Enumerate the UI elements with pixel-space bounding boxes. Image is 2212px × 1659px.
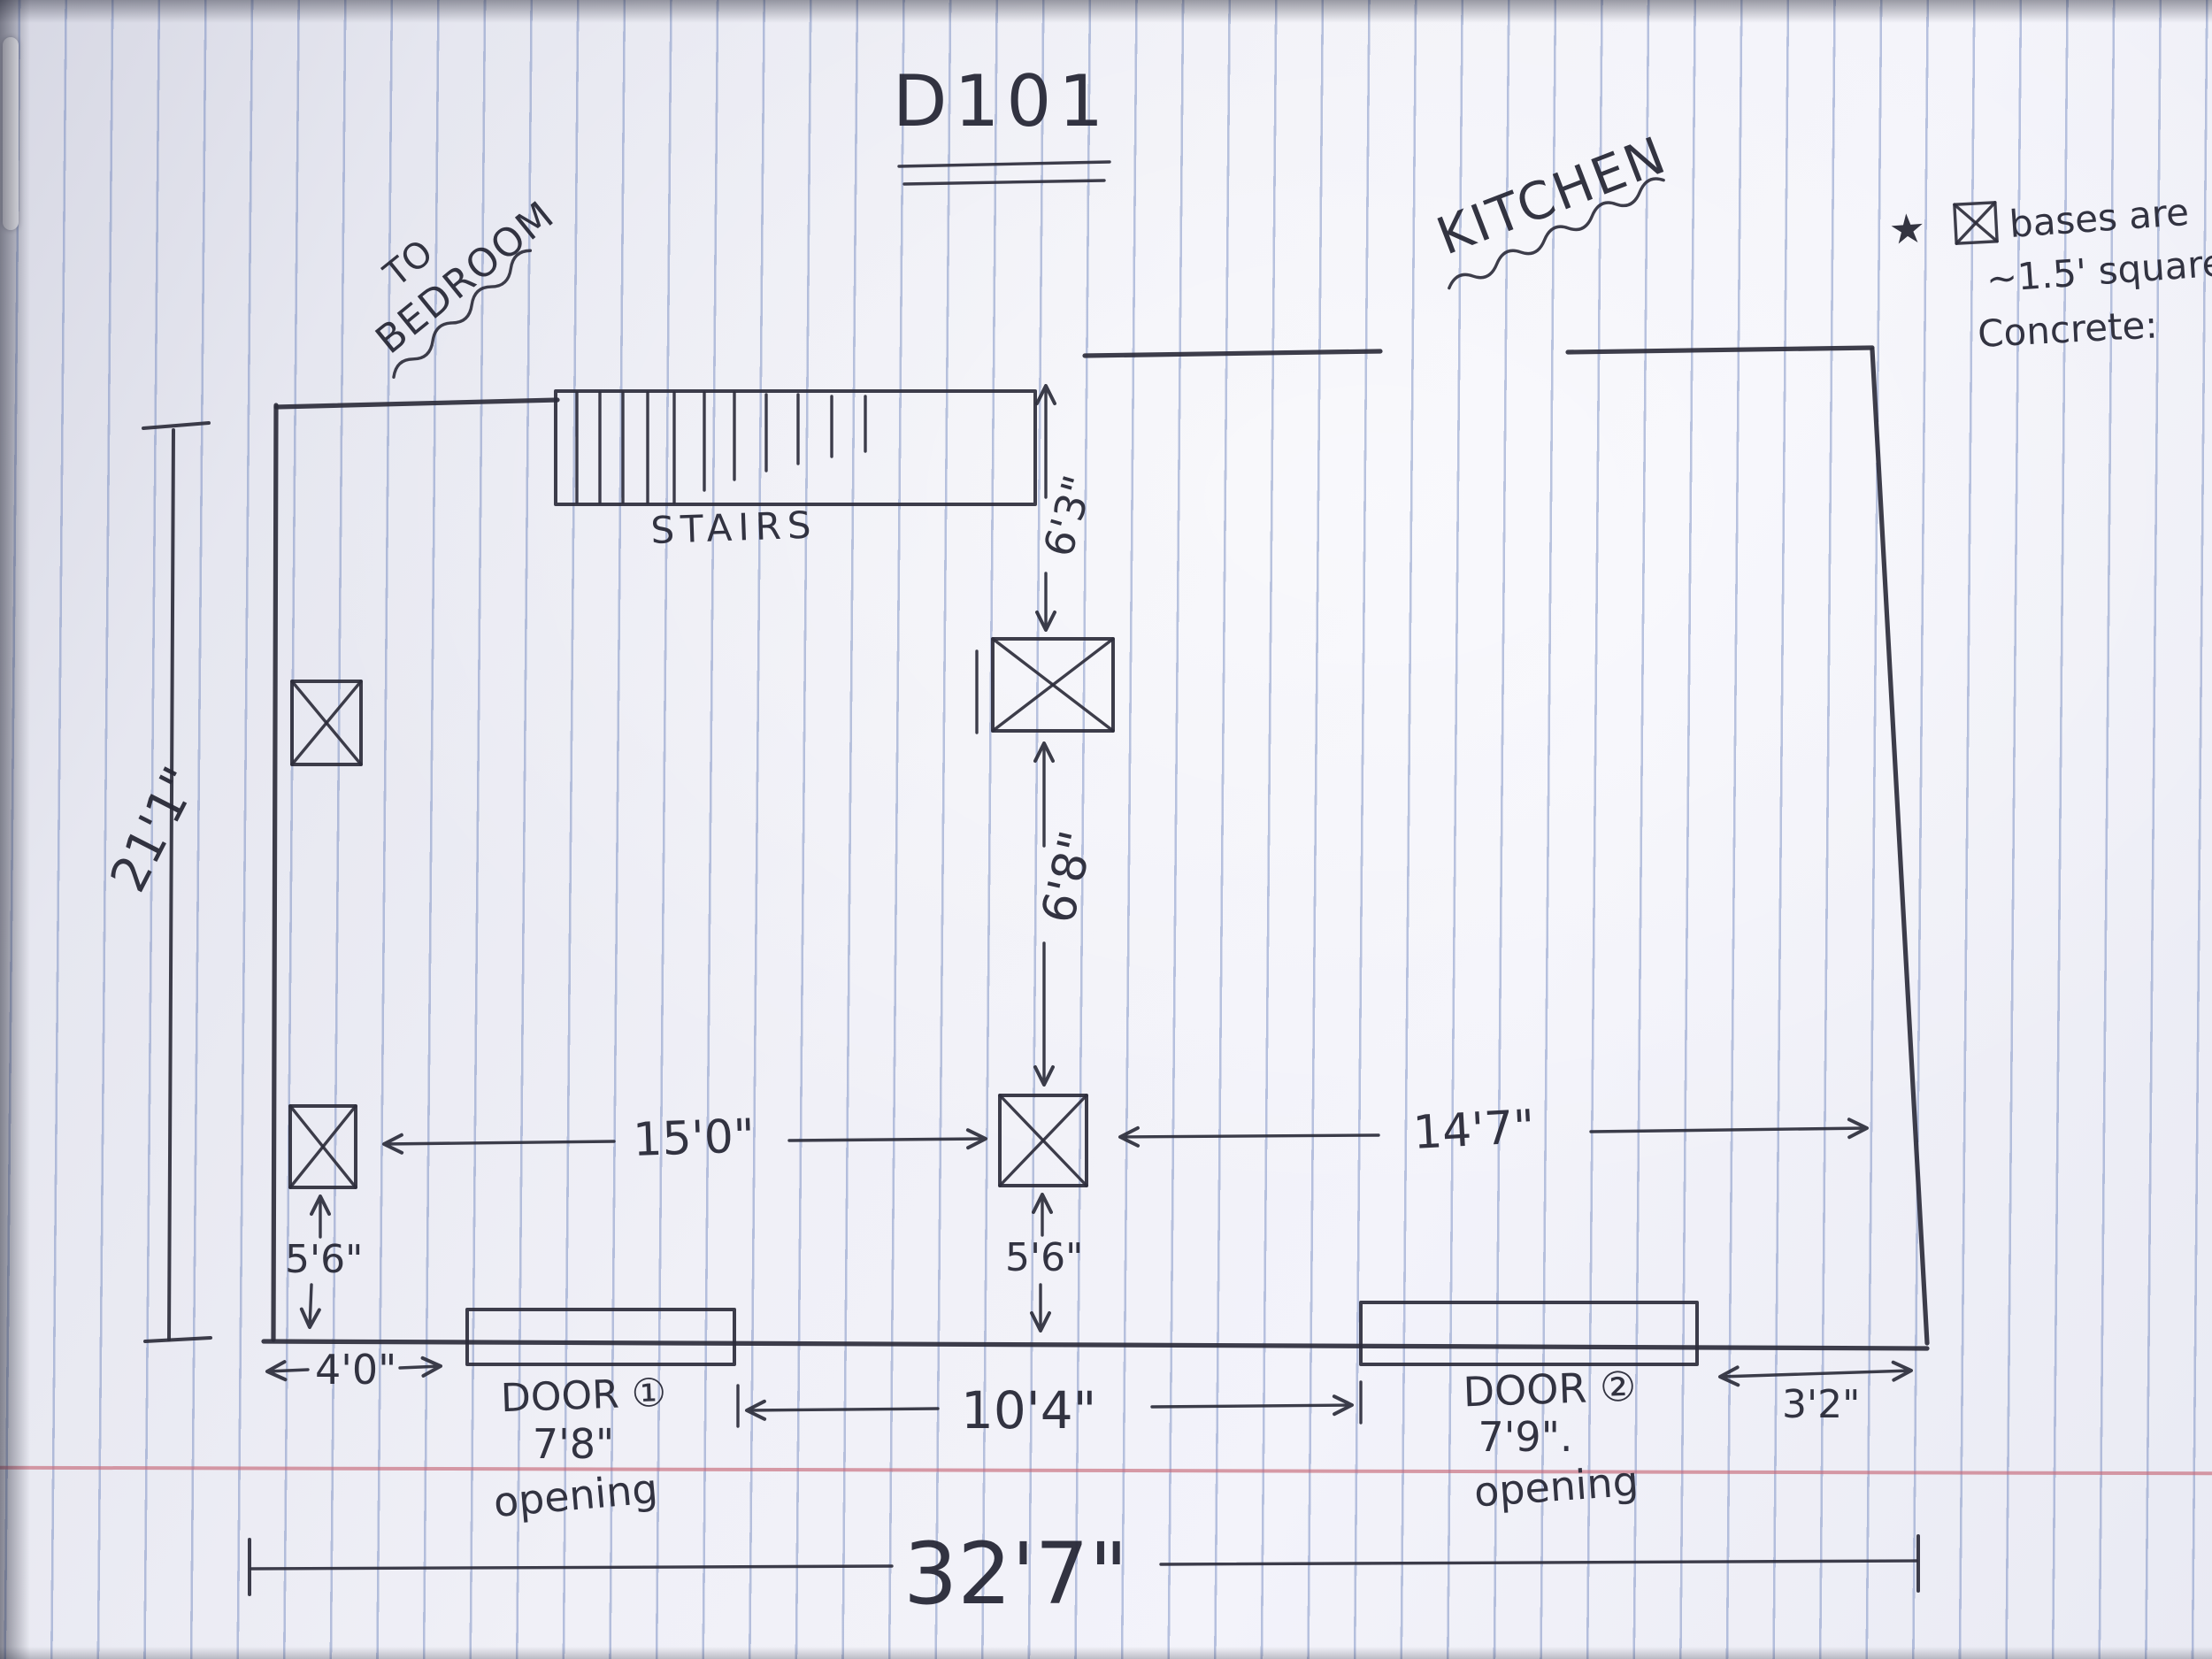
base-box-mid-lower bbox=[998, 1094, 1088, 1187]
dim-bottom-mid-arrow-left bbox=[745, 1399, 940, 1421]
bedroom-label-group: TO BEDROOM bbox=[367, 192, 564, 379]
dim-bottom-right-label: 3'2" bbox=[1782, 1382, 1860, 1427]
door-2-name: DOOR ② bbox=[1463, 1363, 1637, 1417]
door-2-size: 7'9". bbox=[1479, 1413, 1573, 1461]
dim-span-left-arrow-right bbox=[787, 1128, 987, 1150]
note-base-symbol bbox=[1953, 201, 1999, 245]
door-1-opening: opening bbox=[492, 1464, 660, 1526]
note-box-icon bbox=[1953, 201, 1999, 245]
dim-overall-line-left bbox=[250, 1564, 894, 1571]
dim-offset-left-arrow-down bbox=[299, 1283, 321, 1329]
door-1-size: 7'8" bbox=[533, 1420, 614, 1468]
dim-span-right-arrow-right bbox=[1589, 1118, 1869, 1140]
stairs-label: STAIRS bbox=[650, 503, 818, 552]
dim-height-tick-bottom bbox=[143, 1336, 212, 1343]
dim-bottom-mid-arrow-right bbox=[1150, 1394, 1354, 1417]
base-box-outline bbox=[288, 1104, 357, 1189]
photo-shadow-top bbox=[0, 0, 2212, 23]
dim-offset-mid-label: 5'6" bbox=[1005, 1235, 1083, 1280]
dim-bottom-left-label: 4'0" bbox=[315, 1346, 396, 1394]
note-line-2: ~1.5' square. bbox=[1985, 240, 2212, 301]
dim-height-tick-top bbox=[142, 421, 211, 430]
base-box-x bbox=[290, 680, 363, 766]
dim-offset-left-label: 5'6" bbox=[285, 1237, 363, 1282]
photo-shadow-bottom bbox=[0, 1647, 2212, 1659]
base-box-x bbox=[991, 637, 1115, 733]
dim-height-line bbox=[167, 428, 175, 1341]
dim-span-right-arrow-left bbox=[1118, 1125, 1380, 1148]
base-box-x bbox=[998, 1094, 1088, 1187]
wall-right bbox=[1870, 347, 1930, 1346]
bedroom-underline-squiggle bbox=[392, 249, 533, 379]
base-box-outline bbox=[290, 680, 363, 766]
title-underline-2 bbox=[902, 179, 1106, 186]
dim-overall-line-right bbox=[1159, 1559, 1918, 1566]
door-2-opening: opening bbox=[1472, 1457, 1640, 1517]
dim-bottom-mid-label: 10'4" bbox=[961, 1380, 1096, 1440]
dim-bottom-left-arrow-left bbox=[265, 1360, 310, 1382]
title-underline-1 bbox=[897, 160, 1111, 168]
base-box-mid-upper bbox=[975, 637, 1115, 734]
wall-top-left bbox=[273, 397, 560, 410]
wall-top-right bbox=[1565, 345, 1875, 355]
dim-top-gap-label: 6'3" bbox=[1034, 470, 1102, 562]
dim-span-left-label: 15'0" bbox=[632, 1110, 755, 1167]
note-line-3: Concrete: bbox=[1977, 303, 2159, 356]
dim-span-right-label: 14'7" bbox=[1412, 1101, 1536, 1160]
dim-height-label: 21'1" bbox=[100, 758, 211, 901]
base-box-outline bbox=[998, 1094, 1088, 1187]
note-star-icon: ★ bbox=[1887, 204, 1927, 254]
drawing-title: D101 bbox=[893, 60, 1110, 142]
wall-bottom bbox=[261, 1339, 1930, 1351]
dim-bottom-left-arrow-right bbox=[398, 1356, 442, 1378]
base-box-left-lower bbox=[288, 1104, 357, 1189]
note-box-diagonal-2 bbox=[1955, 201, 1997, 245]
dim-overall-label: 32'7" bbox=[903, 1525, 1128, 1624]
door-1-name: DOOR ① bbox=[500, 1371, 667, 1422]
dim-bottom-right-arrow bbox=[1718, 1360, 1913, 1387]
dim-span-left-arrow-left bbox=[382, 1133, 616, 1155]
kitchen-underline-squiggle bbox=[1448, 177, 1665, 290]
door-2 bbox=[1359, 1301, 1699, 1366]
base-box-left-upper bbox=[290, 680, 363, 766]
stairs-outline bbox=[554, 389, 1037, 506]
photo-shadow-left bbox=[0, 0, 30, 1659]
kitchen-label-group: KITCHEN bbox=[1429, 124, 1675, 290]
wall-left bbox=[271, 403, 279, 1342]
note-line-1: bases are bbox=[2008, 190, 2190, 246]
door-1 bbox=[465, 1308, 736, 1366]
wall-top-mid bbox=[1082, 349, 1383, 358]
base-box-outline bbox=[991, 637, 1115, 733]
base-box-x bbox=[288, 1104, 357, 1189]
